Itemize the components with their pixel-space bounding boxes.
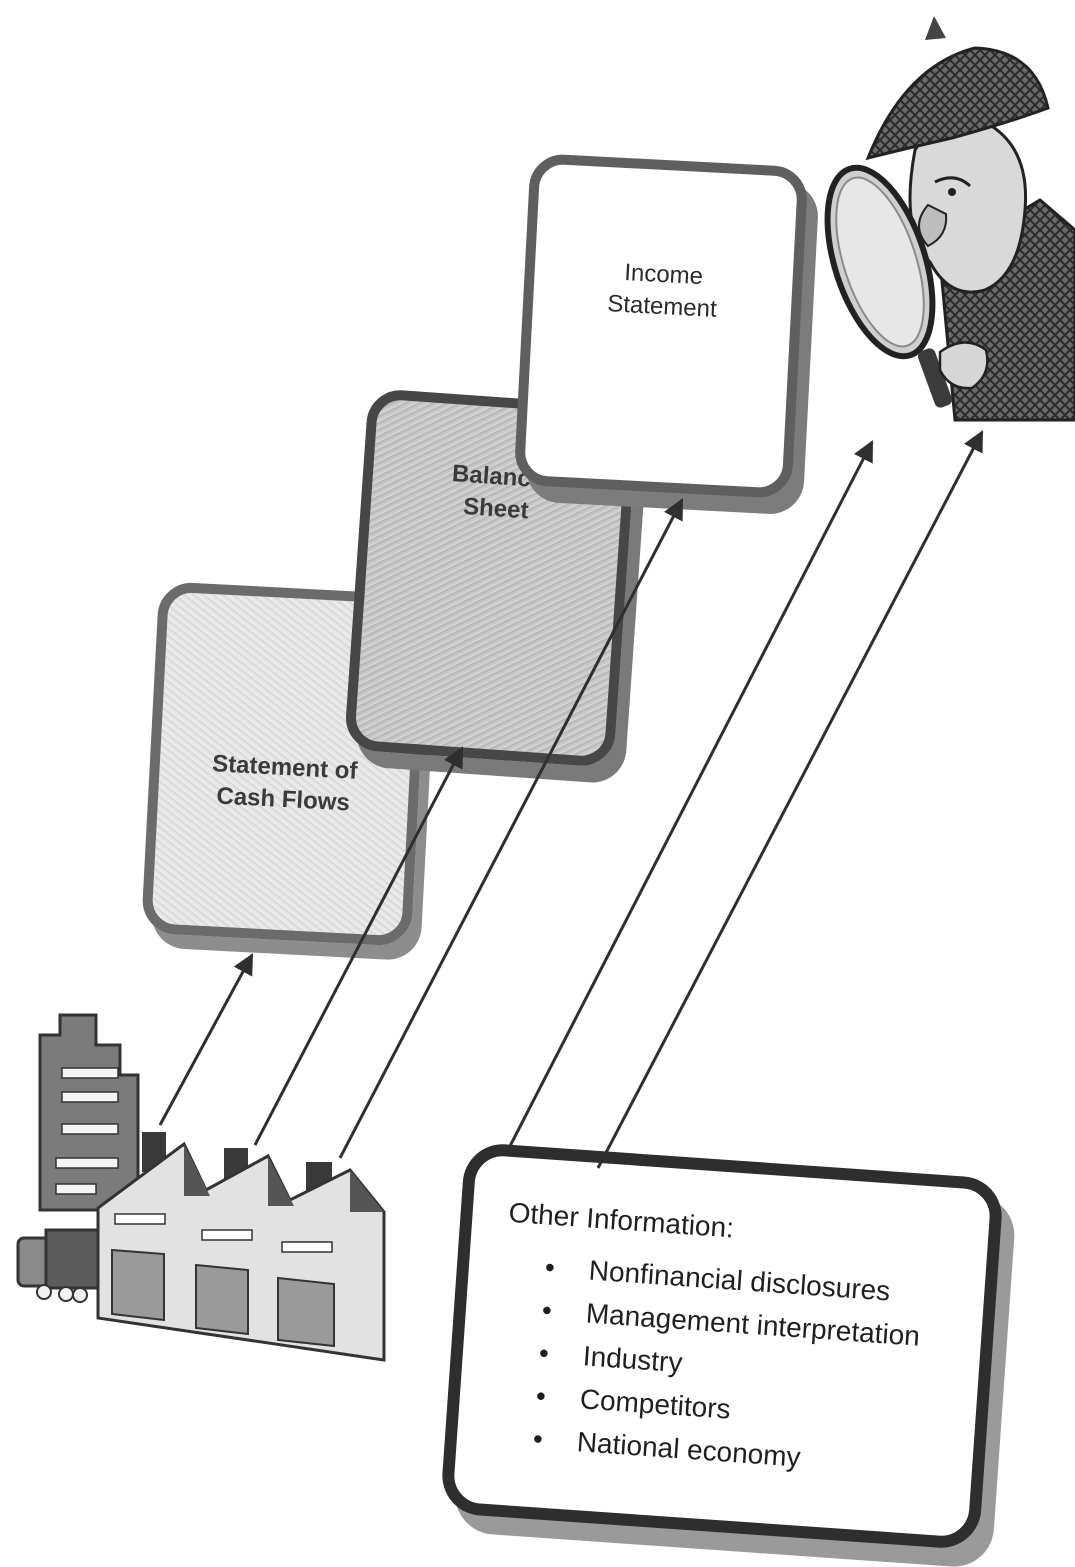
detective-with-magnifying-glass-icon — [807, 16, 1075, 420]
arrow-info-to-detective-right — [598, 432, 982, 1168]
arrow-to-balance-sheet — [255, 748, 462, 1145]
company-buildings-icon — [18, 1015, 384, 1360]
arrows — [160, 432, 982, 1168]
arrow-info-to-detective-left — [508, 442, 872, 1150]
arrow-to-income-statement — [340, 500, 682, 1158]
arrow-to-cash-flows — [160, 955, 252, 1125]
